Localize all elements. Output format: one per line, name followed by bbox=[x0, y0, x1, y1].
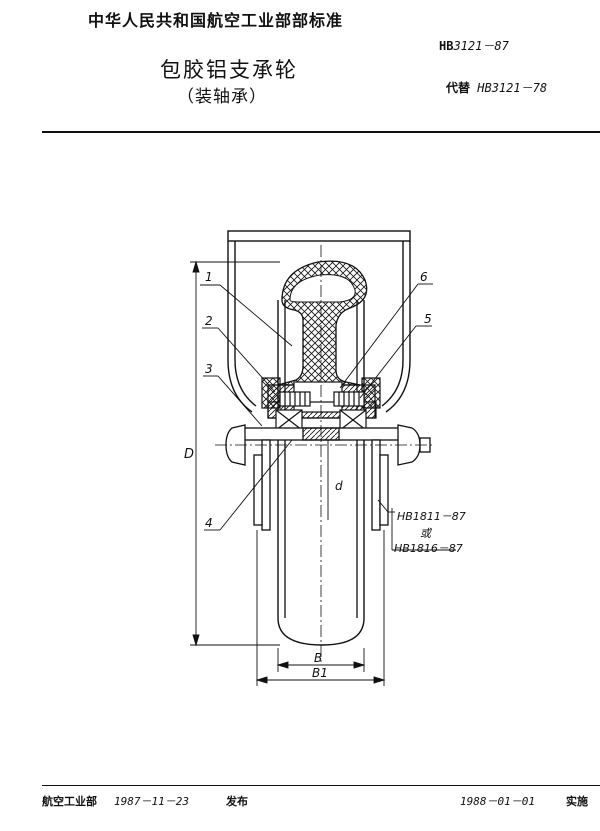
standard-code: HB3121－87 bbox=[439, 37, 509, 54]
document-title: 包胶铝支承轮 bbox=[160, 58, 298, 82]
dimension-D: D bbox=[184, 447, 194, 462]
issuing-organization: 中华人民共和国航空工业部部标准 bbox=[88, 11, 344, 30]
header-rule bbox=[42, 131, 600, 133]
replaces-note: 代替 HB3121－78 bbox=[446, 79, 547, 96]
callout-2: 2 bbox=[205, 314, 213, 328]
callout-4: 4 bbox=[205, 516, 213, 530]
footer-issuer: 航空工业部 bbox=[42, 795, 97, 808]
implement-label: 实施 bbox=[566, 795, 588, 808]
center-lines bbox=[215, 245, 435, 665]
dimension-labels: D d B B1 bbox=[184, 447, 343, 680]
or-label: 或 bbox=[420, 527, 433, 540]
issue-date: 1987－11－23 bbox=[114, 795, 189, 808]
replaces-label: 代替 bbox=[446, 81, 471, 95]
standard-code-number: 3121－87 bbox=[453, 39, 509, 53]
fastener-notes: HB1811－87 或 HB1816－87 bbox=[394, 510, 466, 555]
document-subtitle: （装轴承） bbox=[177, 87, 267, 107]
replaces-code: HB3121－78 bbox=[477, 81, 548, 95]
dimension-lines bbox=[190, 260, 386, 686]
dimension-B1: B1 bbox=[312, 666, 328, 680]
hub-section bbox=[261, 377, 381, 431]
issue-label: 发布 bbox=[226, 795, 248, 808]
fastener-standard-1: HB1811－87 bbox=[397, 510, 466, 523]
dimension-B: B bbox=[314, 651, 322, 665]
fastener-standard-2: HB1816－87 bbox=[394, 542, 463, 555]
callout-6: 6 bbox=[420, 270, 428, 284]
implement-date: 1988－01－01 bbox=[460, 795, 535, 808]
callout-3: 3 bbox=[205, 362, 213, 376]
dimension-d: d bbox=[335, 479, 343, 493]
standard-code-prefix: HB bbox=[439, 39, 454, 53]
leader-lines bbox=[200, 283, 456, 551]
callout-numbers: 1 2 3 4 5 6 bbox=[205, 270, 432, 530]
wheel-body bbox=[277, 260, 368, 646]
footer-rule bbox=[42, 785, 600, 786]
callout-5: 5 bbox=[424, 312, 432, 326]
callout-1: 1 bbox=[205, 270, 213, 284]
support-bracket bbox=[227, 230, 411, 413]
